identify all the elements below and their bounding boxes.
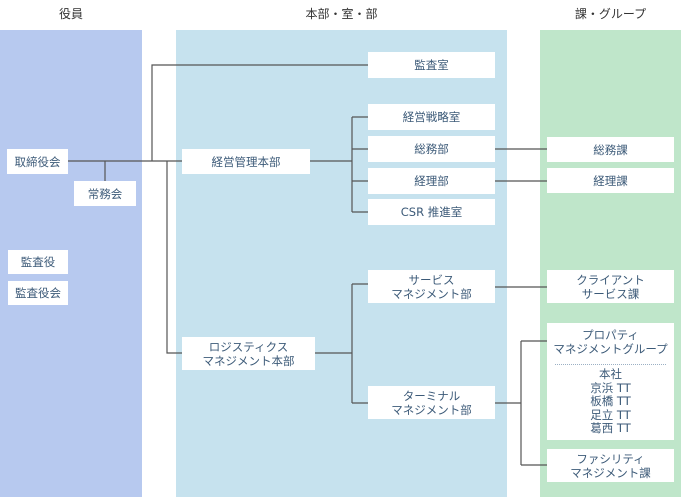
terminal-branches [521, 340, 547, 466]
mgmt-hq-box: 経営管理本部 [182, 149, 310, 174]
mgmt-hq-label: 経営管理本部 [211, 154, 281, 169]
accounting-section-label: 経理課 [593, 173, 628, 188]
strategy-office-box: 経営戦略室 [368, 104, 495, 130]
property-site-item: 足立 TT [590, 407, 631, 422]
logistics-hq-box: ロジスティクス マネジメント本部 [182, 337, 315, 370]
property-mgmt-group-label-line1: プロパティ [582, 328, 639, 342]
property-mgmt-group-box: プロパティ マネジメントグループ 本社 京浜 TT 板橋 TT 足立 TT 葛西… [547, 323, 674, 440]
board-of-directors-box: 取締役会 [7, 149, 68, 174]
audit-board-box: 監査役会 [8, 281, 68, 305]
facility-mgmt-section-label-line1: ファシリティ [576, 451, 645, 466]
service-mgmt-dept-label-line2: マネジメント部 [391, 286, 472, 301]
strategy-office-label: 経営戦略室 [402, 110, 461, 124]
property-sites-list: 本社 京浜 TT 板橋 TT 足立 TT 葛西 TT [547, 367, 674, 436]
property-divider [555, 364, 666, 365]
audit-board-label: 監査役会 [15, 286, 61, 300]
auditor-box: 監査役 [8, 250, 68, 274]
property-site-item: 葛西 TT [590, 421, 631, 435]
logistics-line [166, 161, 182, 354]
facility-mgmt-section-label-line2: マネジメント課 [570, 465, 651, 480]
client-service-section-label-line2: サービス課 [581, 286, 640, 301]
facility-mgmt-section-box: ファシリティ マネジメント課 [547, 449, 674, 482]
board-label: 取締役会 [14, 154, 61, 169]
service-mgmt-dept-label-line1: サービス [408, 272, 455, 287]
csr-office-box: CSR 推進室 [368, 199, 495, 225]
departments-header: 本部・室・部 [305, 7, 378, 21]
audit-office-box: 監査室 [368, 52, 495, 78]
executives-header: 役員 [58, 7, 83, 21]
terminal-mgmt-dept-box: ターミナル マネジメント部 [368, 386, 495, 419]
general-affairs-section-label: 総務課 [593, 142, 628, 157]
accounting-dept-box: 経理部 [368, 168, 495, 194]
accounting-dept-label: 経理部 [414, 174, 449, 188]
logistics-hq-label-line1: ロジスティクス [208, 339, 289, 354]
executive-committee-box: 常務会 [74, 181, 136, 206]
general-affairs-dept-label: 総務部 [414, 142, 449, 156]
property-site-item: 本社 [599, 367, 622, 381]
property-site-item: 板橋 TT [590, 394, 631, 408]
terminal-mgmt-dept-label-line1: ターミナル [402, 388, 461, 403]
property-site-item: 京浜 TT [590, 380, 631, 395]
general-affairs-section-box: 総務課 [547, 137, 674, 162]
terminal-mgmt-dept-label-line2: マネジメント部 [391, 402, 472, 417]
audit-office-line [151, 64, 368, 161]
general-affairs-dept-box: 総務部 [368, 136, 495, 162]
service-mgmt-dept-box: サービス マネジメント部 [368, 270, 495, 303]
auditor-label: 監査役 [20, 255, 56, 269]
logistics-branches [352, 283, 368, 404]
property-mgmt-group-title: プロパティ マネジメントグループ [547, 323, 674, 361]
sections-header: 課・グループ [574, 7, 647, 21]
mgmt-hq-branches [352, 116, 368, 213]
audit-office-label: 監査室 [414, 58, 449, 72]
executive-committee-label: 常務会 [87, 186, 123, 201]
client-service-section-box: クライアント サービス課 [547, 270, 674, 303]
logistics-hq-label-line2: マネジメント本部 [202, 353, 295, 368]
accounting-section-box: 経理課 [547, 168, 674, 193]
client-service-section-label-line1: クライアント [576, 272, 645, 287]
property-mgmt-group-label-line2: マネジメントグループ [553, 342, 668, 356]
csr-office-label: CSR 推進室 [400, 205, 463, 219]
